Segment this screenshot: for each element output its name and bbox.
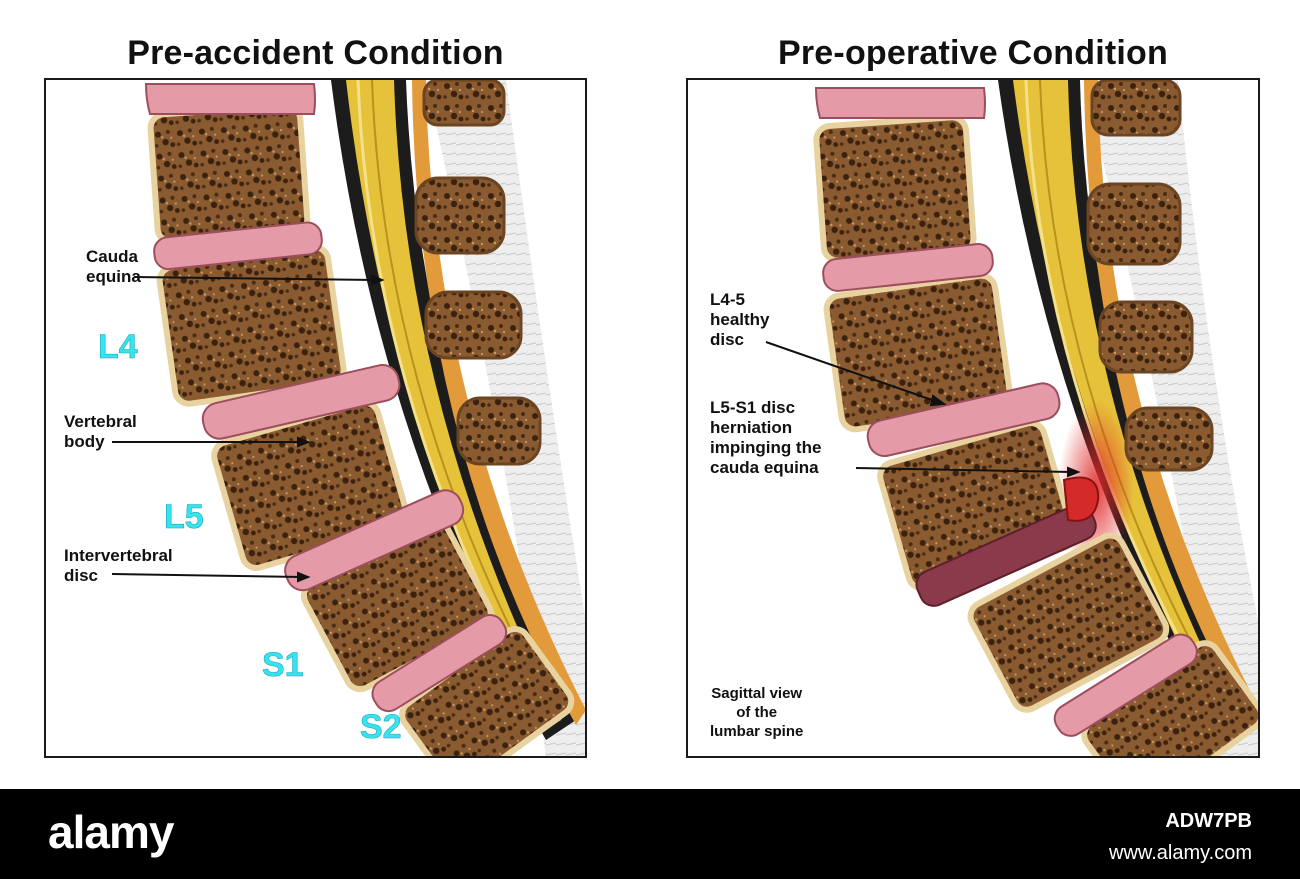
- alamy-logo: alamy: [48, 806, 174, 858]
- label-cauda-equina: Cauda equina: [86, 247, 141, 286]
- label-disc-herniation: L5-S1 disc herniation impinging the caud…: [710, 398, 822, 477]
- level-label-l4: L4: [98, 328, 138, 367]
- level-label-s1: S1: [262, 646, 304, 685]
- stock-photo-footer: [0, 789, 1300, 879]
- label-intervertebral-disc: Intervertebral disc: [64, 546, 173, 585]
- cauda-equina-nerves: [346, 80, 561, 730]
- label-sagittal-view: Sagittal view of the lumbar spine: [710, 685, 804, 740]
- level-label-l5: L5: [164, 498, 204, 537]
- site-url[interactable]: www.alamy.com: [1109, 842, 1252, 864]
- herniated-disc: [915, 476, 1100, 607]
- spine-illustration-healthy: [111, 80, 585, 756]
- right-panel-title: Pre-operative Condition: [778, 34, 1168, 72]
- pointer-lines: [111, 274, 385, 583]
- pre-accident-panel: Cauda equina Vertebral body Intervertebr…: [44, 78, 587, 758]
- intervertebral-discs: [144, 83, 508, 713]
- level-label-s2: S2: [360, 708, 402, 747]
- pointer-lines: [765, 341, 1081, 478]
- label-vertebral-body: Vertebral body: [64, 412, 137, 451]
- label-healthy-disc: L4-5 healthy disc: [710, 290, 770, 349]
- left-panel-title: Pre-accident Condition: [127, 34, 504, 72]
- spinous-processes: [1086, 80, 1214, 472]
- intervertebral-discs: [814, 87, 1198, 737]
- pre-operative-panel: L4-5 healthy disc L5-S1 disc herniation …: [686, 78, 1260, 758]
- spine-illustration-herniated: [765, 80, 1258, 756]
- image-code: ADW7PB: [1165, 810, 1252, 832]
- vertebral-bodies: [813, 114, 1258, 756]
- spinous-processes: [414, 80, 542, 466]
- cauda-equina-nerves: [1013, 80, 1238, 730]
